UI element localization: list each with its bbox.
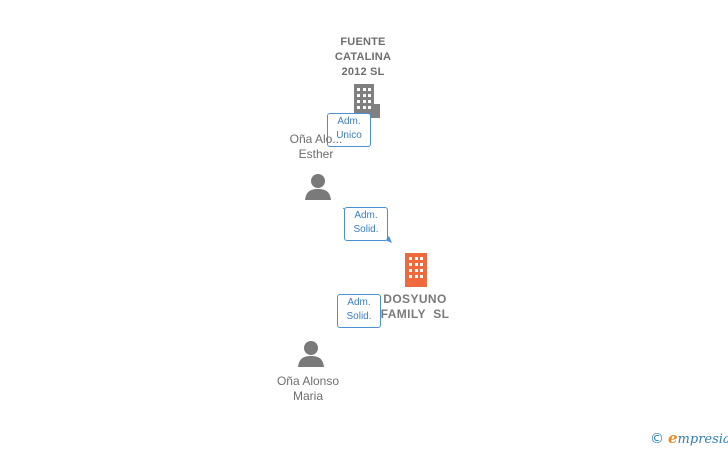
company-name-dosyuno-family: DOSYUNO FAMILY SL bbox=[370, 292, 460, 322]
role-line: Adm. bbox=[337, 116, 361, 127]
company-name-line: FUENTE bbox=[340, 36, 386, 48]
role-line: Solid. bbox=[353, 224, 379, 235]
person-name-maria: Oña Alonso Maria bbox=[263, 374, 353, 404]
company-name-line: CATALINA bbox=[334, 51, 392, 63]
company-name-line: FAMILY SL bbox=[380, 307, 450, 321]
company-name-line: 2012 SL bbox=[341, 66, 385, 78]
person-name-line: Maria bbox=[292, 389, 323, 403]
company-name-fuente-catalina: FUENTE CATALINA 2012 SL bbox=[313, 35, 413, 80]
person-icon bbox=[298, 341, 324, 367]
edge-arrow-icon bbox=[385, 236, 392, 243]
person-name-line: Oña Alonso bbox=[276, 374, 340, 388]
person-name-line: Oña Alo... bbox=[289, 132, 343, 146]
copyright-icon: © bbox=[650, 431, 664, 447]
role-badge-adm-unico[interactable]: Adm. Unico bbox=[327, 113, 371, 147]
role-badge-adm-solid[interactable]: Adm. Solid. bbox=[337, 294, 381, 328]
company-name-line: DOSYUNO bbox=[383, 292, 447, 306]
building-icon bbox=[354, 84, 380, 118]
brand-name: mpresia bbox=[677, 432, 728, 447]
role-line: Unico bbox=[336, 130, 362, 141]
brand-initial: e bbox=[668, 429, 678, 447]
person-name-line: Esther bbox=[298, 147, 334, 161]
person-name-esther: Oña Alo... Esther bbox=[276, 132, 356, 162]
role-line: Adm. bbox=[347, 297, 371, 308]
brand-logo: ©empresia bbox=[650, 429, 728, 447]
role-line: Solid. bbox=[346, 311, 372, 322]
role-line: Adm. bbox=[354, 210, 378, 221]
main-company-building-icon bbox=[405, 253, 427, 287]
person-icon bbox=[305, 174, 331, 200]
role-badge-adm-solid[interactable]: Adm. Solid. bbox=[344, 207, 388, 241]
